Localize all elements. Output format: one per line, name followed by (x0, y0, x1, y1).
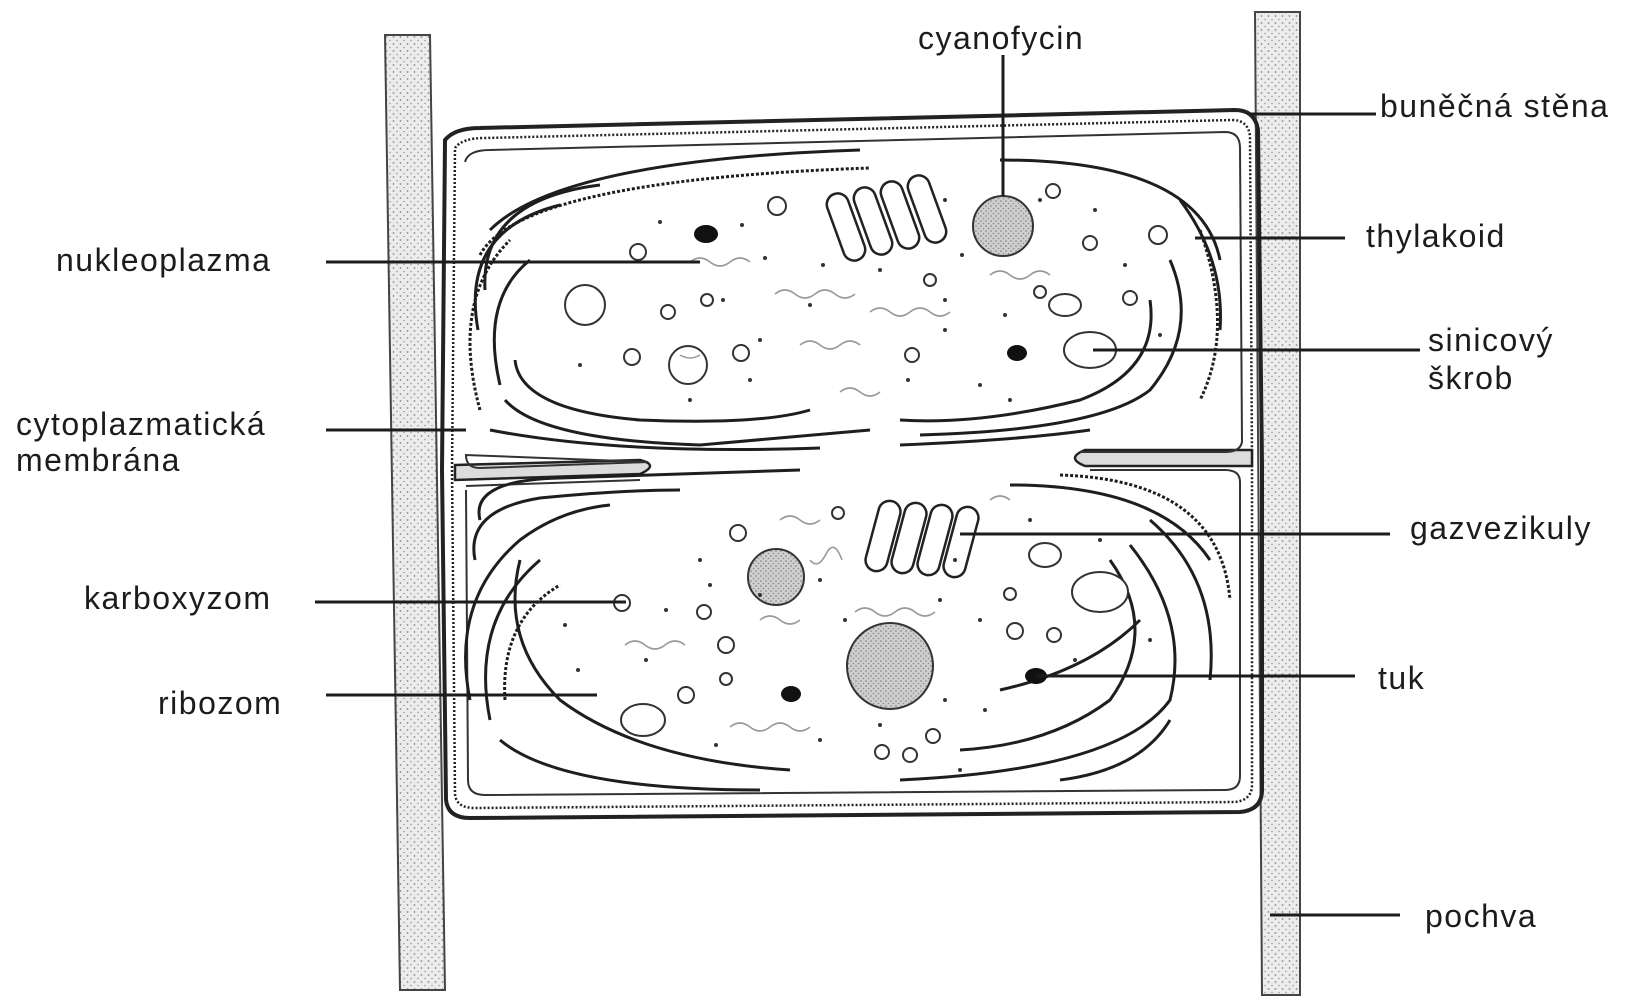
label-sheath: pochva (1425, 898, 1537, 934)
label-gas-vesicles: gazvezikuly (1410, 510, 1592, 546)
label-ribosome: ribozom (158, 685, 282, 721)
label-cell-wall: buněčná stěna (1380, 88, 1609, 124)
label-nucleoplasm: nukleoplazma (56, 242, 271, 278)
gas-vesicles (824, 172, 981, 579)
nucleoplasm-strands (625, 258, 1050, 731)
label-carboxysome: karboxyzom (84, 580, 272, 616)
label-cyanofycin: cyanofycin (918, 20, 1084, 56)
label-lipid: tuk (1378, 660, 1425, 696)
sheath (385, 12, 1300, 995)
label-cyanophycean-starch-2: škrob (1428, 360, 1514, 396)
label-cytoplasmic-membrane-1: cytoplazmatická (16, 406, 266, 442)
label-cyanophycean-starch-1: sinicový (1428, 322, 1554, 358)
label-thylakoid: thylakoid (1366, 218, 1506, 254)
label-cytoplasmic-membrane-2: membrána (16, 442, 181, 478)
granules (748, 196, 1033, 709)
